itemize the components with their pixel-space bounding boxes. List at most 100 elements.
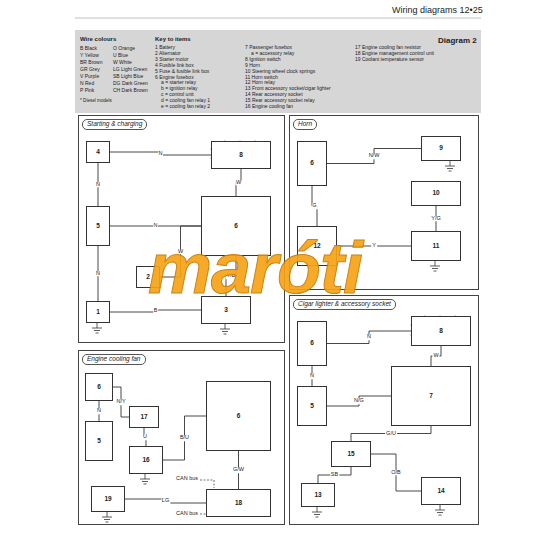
wire	[327, 396, 391, 406]
component-box: 6	[85, 373, 113, 401]
wire-colour-code: N/W	[368, 153, 381, 159]
callout-number: 6	[97, 384, 101, 391]
key-entry: BR Brown	[80, 60, 103, 65]
component-box: 18	[206, 489, 271, 517]
component-box: 5	[86, 206, 110, 246]
heading: Wire colours	[80, 36, 116, 42]
heading: Key to items	[155, 36, 191, 42]
key-entry: SB Light Blue	[113, 74, 143, 79]
wire	[125, 499, 206, 503]
callout-number: 15	[347, 451, 354, 458]
callout-number: 11	[433, 243, 440, 250]
callout-number: 14	[437, 488, 444, 495]
earth-symbol	[430, 260, 440, 271]
component-box: 8	[411, 316, 471, 346]
key-entry: d = cooling fan relay 1	[161, 98, 210, 103]
header-rule	[75, 18, 481, 19]
key-entry: V Purple	[80, 74, 99, 79]
key-entry: 8 Ignition switch	[245, 57, 281, 62]
callout-number: 17	[140, 414, 147, 421]
wire-colour-code: Y/G	[430, 216, 441, 222]
key-entry: e = cooling fan relay 2	[161, 104, 210, 109]
key-entry: 4 Fusible link box	[155, 63, 194, 68]
key-entry: O Orange	[113, 46, 135, 51]
earth-symbol	[312, 506, 322, 517]
key-entry: 9 Horn	[245, 63, 260, 68]
wire-colour-code: B	[153, 308, 159, 314]
diagram-panel: Starting & charging4518623	[78, 115, 285, 343]
component-box: 6	[297, 321, 327, 366]
key-entry: 5 Fuse & fusible link box	[155, 69, 209, 74]
earth-symbol	[220, 323, 230, 334]
key-entry: b = ignition relay	[161, 86, 198, 91]
panel-title: Starting & charging	[82, 119, 147, 130]
earth-symbol	[435, 504, 445, 515]
wire-colour-code: N	[158, 151, 164, 157]
watermark: maróti	[148, 232, 362, 304]
component-box: 14	[421, 477, 461, 505]
component-box: 13	[301, 483, 335, 507]
key-entry: LG Light Green	[113, 67, 147, 72]
key-entry: * Diesel models	[80, 99, 112, 104]
key-entry: Y Yellow	[80, 53, 99, 58]
callout-number: 16	[142, 457, 149, 464]
heading: Diagram 2	[438, 37, 477, 45]
key-entry: 14 Rear accessory socket	[245, 92, 303, 97]
key-entry: 15 Rear accessory socket relay	[245, 98, 315, 103]
panel-title: Engine cooling fan	[82, 354, 146, 365]
callout-number: 5	[97, 438, 101, 445]
key-entry: GR Grey	[80, 67, 100, 72]
page-title: Wiring diagrams 12•25	[392, 6, 483, 15]
callout-number: 5	[96, 223, 100, 230]
callout-number: 6	[310, 340, 314, 347]
wire-colour-code: O/B	[390, 470, 401, 476]
key-entry: 11 Horn switch	[245, 75, 278, 80]
component-box: 9	[421, 136, 461, 161]
wire	[371, 454, 421, 491]
key-entry: 16 Engine cooling fan	[245, 104, 293, 109]
wire	[351, 426, 431, 441]
wire-colour-code: N	[309, 373, 315, 379]
wire-colour-code: N	[153, 223, 159, 229]
callout-number: 18	[235, 500, 242, 507]
key-entry: 18 Engine management control unit	[355, 51, 434, 56]
callout-number: 8	[239, 152, 243, 159]
callout-number: 10	[432, 190, 439, 197]
wire-colour-code: W	[235, 180, 242, 186]
key-entry: W White	[113, 60, 132, 65]
earth-symbol	[445, 160, 455, 171]
key-entry: c = control unit	[161, 92, 194, 97]
component-box: 10	[411, 181, 461, 206]
key-entry: 6 Engine fusebox	[155, 75, 194, 80]
callout-number: 13	[314, 492, 321, 499]
switch-table	[210, 140, 270, 168]
callout-number: 19	[104, 496, 111, 503]
key-entry: 12 Horn relay	[245, 80, 275, 85]
key-entry: a = starter relay	[161, 80, 196, 85]
wire-colour-code: G/U	[385, 431, 397, 437]
component-box: 6	[206, 381, 271, 451]
diagram-panel: Cigar lighter & accessory socket65871513…	[289, 295, 479, 525]
component-box: 6	[297, 141, 327, 186]
key-entry: 19 Coolant temperature sensor	[355, 57, 424, 62]
component-box: 17	[129, 406, 159, 428]
key-entry: 17 Engine cooling fan resistor	[355, 45, 421, 50]
bus-label: CAN bus	[176, 476, 198, 482]
key-entry: 2 Alternator	[155, 51, 181, 56]
wire-colour-code: W	[432, 353, 439, 359]
key-entry: 10 Steering wheel clock springs	[245, 69, 315, 74]
key-entry: N Red	[80, 81, 94, 86]
component-box: 19	[91, 486, 125, 512]
component-box: 1	[86, 301, 110, 323]
key-entry: P Pink	[80, 88, 94, 93]
callout-number: 4	[96, 149, 100, 156]
wire-colour-code: N	[96, 408, 102, 414]
key-entry: DG Dark Green	[113, 81, 148, 86]
wire-colour-code: Y	[371, 243, 377, 249]
wire	[327, 331, 411, 344]
component-box: 11	[411, 231, 461, 261]
wire-colour-code: SB	[330, 472, 339, 478]
wire-colour-code: N/G	[353, 398, 365, 404]
